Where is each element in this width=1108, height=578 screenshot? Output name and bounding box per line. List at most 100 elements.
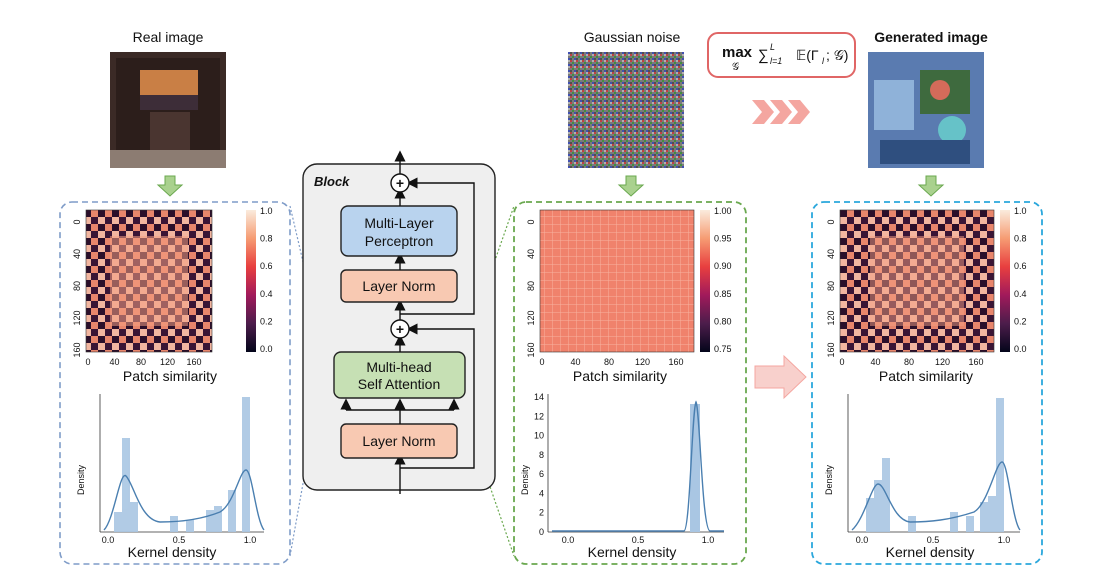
objective-sub: 𝒢 [732, 62, 739, 73]
colorbar-tick: 1.0 [260, 206, 273, 216]
heat-x-tick: 0 [539, 357, 544, 367]
down-arrow-icon [917, 175, 945, 197]
heat-x-tick: 160 [968, 357, 983, 367]
noise-image [568, 52, 684, 168]
noise-density-y-label: Density [520, 464, 530, 495]
mlp-label-line2: Perceptron [365, 233, 433, 249]
generated-density-y-label: Density [824, 464, 834, 495]
objective-sum-sub: l=1 [770, 56, 782, 66]
colorbar-tick: 0.0 [260, 344, 273, 354]
colorbar-tick: 0.95 [714, 234, 732, 244]
mhsa-label-line2: Self Attention [358, 376, 441, 392]
real-density-y-label: Density [76, 464, 86, 495]
colorbar-tick: 0.80 [714, 316, 732, 326]
kde-bar [206, 510, 214, 532]
density-x-tick: 0.5 [173, 535, 186, 545]
colorbar-tick: 0.8 [1014, 234, 1027, 244]
colorbar-tick: 0.2 [1014, 316, 1027, 326]
generated-density-plot [847, 394, 1021, 533]
kde-bar [122, 438, 130, 532]
down-arrow-icon [156, 175, 184, 197]
kde-bar [690, 404, 700, 532]
density-y-tick: 8 [539, 450, 544, 460]
heat-x-tick: 40 [109, 357, 119, 367]
heat-x-tick: 40 [570, 357, 580, 367]
colorbar-tick: 0.75 [714, 344, 732, 354]
density-y-tick: 12 [534, 411, 544, 421]
kde-bar [908, 516, 916, 532]
generated-colorbar-ticks: 1.0 0.8 0.6 0.4 0.2 0.0 [1014, 206, 1027, 354]
heat-x-tick: 80 [604, 357, 614, 367]
density-x-tick: 0.0 [562, 535, 575, 545]
colorbar-tick: 0.4 [1014, 289, 1027, 299]
objective-expect-sub: l [822, 56, 825, 66]
density-y-tick: 4 [539, 488, 544, 498]
connector-line [289, 205, 305, 267]
noise-image-title: Gaussian noise [584, 29, 681, 45]
heat-y-tick: 120 [826, 310, 836, 325]
noise-colorbar-ticks: 1.000.950.900.850.800.75 [714, 206, 732, 354]
heat-x-tick: 0 [85, 357, 90, 367]
colorbar-tick: 0.6 [1014, 261, 1027, 271]
kde-bar [130, 502, 138, 532]
kde-bar [980, 502, 988, 532]
density-x-tick: 0.0 [856, 535, 869, 545]
density-y-tick: 14 [534, 392, 544, 402]
down-arrow-icon [617, 175, 645, 197]
colorbar-tick: 0.85 [714, 289, 732, 299]
real-heatmap [85, 209, 213, 353]
mlp-label-line1: Multi-Layer [364, 215, 434, 231]
real-density-plot [99, 394, 265, 533]
residual-arrow [400, 323, 475, 469]
density-y-tick: 0 [539, 527, 544, 537]
add-node-top-label: + [396, 175, 404, 191]
objective-expect-tail: ; 𝒢) [826, 47, 848, 63]
real-panel-border [59, 201, 291, 565]
mhsa-label-line1: Multi-head [366, 359, 431, 375]
colorbar-tick: 0.4 [260, 289, 273, 299]
kde-bar [114, 512, 122, 532]
objective-box: max 𝒢 ∑ L l=1 𝔼(Γ l ; 𝒢) [707, 32, 856, 78]
heat-y-tick: 120 [72, 310, 82, 325]
heat-y-tick: 160 [826, 342, 836, 357]
noise-density-plot [547, 394, 724, 533]
colorbar-tick: 1.0 [1014, 206, 1027, 216]
noise-colorbar [700, 210, 710, 352]
real-colorbar [246, 210, 256, 352]
heat-y-tick: 160 [526, 342, 536, 357]
colorbar-tick: 0.2 [260, 316, 273, 326]
chevron-right-icon [752, 100, 810, 124]
noise-panel-border [513, 201, 747, 565]
colorbar-tick: 0.6 [260, 261, 273, 271]
heat-y-tick: 120 [526, 310, 536, 325]
residual-arrow [400, 177, 475, 315]
heat-x-tick: 160 [668, 357, 683, 367]
block-title: Block [314, 174, 350, 189]
layer-norm-bottom-label: Layer Norm [362, 433, 435, 449]
layer-norm-top [340, 269, 458, 303]
colorbar-tick: 0.0 [1014, 344, 1027, 354]
heat-y-tick: 0 [72, 219, 82, 224]
heat-y-tick: 40 [826, 249, 836, 259]
heat-x-tick: 80 [904, 357, 914, 367]
connector-line [289, 477, 305, 557]
heat-y-tick: 80 [826, 281, 836, 291]
connector-line [459, 399, 515, 557]
colorbar-tick: 0.8 [260, 234, 273, 244]
heat-y-tick: 160 [72, 342, 82, 357]
density-x-tick: 0.0 [102, 535, 115, 545]
generated-heatmap-caption: Patch similarity [879, 368, 973, 384]
generated-density-caption: Kernel density [886, 544, 975, 560]
kde-bar [170, 516, 178, 532]
density-y-tick: 2 [539, 508, 544, 518]
density-y-tick: 10 [534, 431, 544, 441]
